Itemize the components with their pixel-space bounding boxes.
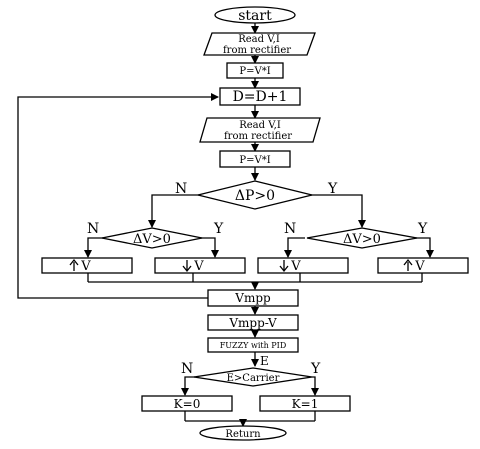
- return-terminal: Return: [199, 425, 287, 441]
- power-calc-2-label: P=V*I: [239, 155, 270, 166]
- duty-increment: D=D+1: [219, 87, 301, 106]
- error-label: E: [260, 354, 269, 368]
- arrow-up-icon: [69, 258, 79, 266]
- k0-label: K=0: [174, 397, 201, 411]
- vmpp-minus-v-label: Vmpp-V: [228, 316, 277, 330]
- carrier-yes-label: Y: [310, 361, 321, 377]
- read-input-1-line1: Read V,I: [238, 34, 280, 45]
- read-input-2: Read V,I from rectifier: [199, 117, 321, 143]
- fuzzy-pid-box: FUZZY with PID: [207, 337, 299, 353]
- voltage-box-left-no-label: V: [80, 259, 91, 274]
- delta-p-yes-label: Y: [327, 181, 338, 197]
- fuzzy-pid-label: FUZZY with PID: [220, 341, 287, 350]
- k1-label: K=1: [292, 397, 319, 411]
- decision-carrier: E>Carrier: [193, 367, 313, 387]
- carrier-no-label: N: [181, 361, 193, 377]
- voltage-box-left-yes: V: [154, 257, 246, 274]
- decision-delta-p-label: ΔP>0: [235, 188, 275, 204]
- vmpp-label: Vmpp: [234, 291, 271, 305]
- delta-p-no-label: N: [175, 181, 187, 197]
- branch-labels: N Y N Y N Y E N Y: [87, 181, 428, 377]
- decision-delta-v-left-label: ΔV>0: [133, 232, 171, 247]
- power-calc-1: P=V*I: [226, 62, 284, 79]
- read-input-1: Read V,I from rectifier: [203, 32, 316, 56]
- delta-v-left-yes-label: Y: [213, 221, 224, 237]
- duty-increment-label: D=D+1: [233, 89, 288, 105]
- voltage-box-left-no: V: [41, 257, 133, 274]
- start-label: start: [238, 8, 272, 24]
- power-calc-1-label: P=V*I: [239, 66, 270, 77]
- voltage-box-right-no-label: V: [290, 259, 301, 274]
- arrow-down-icon: [182, 265, 192, 273]
- voltage-box-right-yes: V: [377, 257, 469, 274]
- connectors: [17, 23, 434, 427]
- arrow-up-icon: [403, 258, 413, 266]
- voltage-box-left-yes-label: V: [193, 259, 204, 274]
- start-terminal: start: [214, 6, 296, 24]
- vmpp-box: Vmpp: [207, 289, 299, 307]
- return-label: Return: [225, 429, 261, 440]
- read-input-2-line2: from rectifier: [224, 131, 292, 142]
- read-input-2-line1: Read V,I: [239, 120, 281, 131]
- delta-v-right-no-label: N: [284, 221, 296, 237]
- k0-box: K=0: [141, 395, 233, 412]
- voltage-box-right-no: V: [257, 257, 349, 274]
- voltage-box-right-yes-label: V: [414, 259, 425, 274]
- read-input-1-line2: from rectifier: [223, 45, 291, 56]
- delta-v-right-yes-label: Y: [417, 221, 428, 237]
- decision-delta-v-right-label: ΔV>0: [343, 232, 381, 247]
- power-calc-2: P=V*I: [219, 150, 291, 168]
- vmpp-minus-v-box: Vmpp-V: [207, 314, 299, 331]
- decision-delta-p: ΔP>0: [197, 180, 313, 210]
- k1-box: K=1: [259, 395, 351, 412]
- decision-delta-v-left: ΔV>0: [101, 227, 203, 249]
- decision-carrier-label: E>Carrier: [227, 373, 280, 384]
- arrow-down-icon: [279, 265, 289, 273]
- decision-delta-v-right: ΔV>0: [306, 227, 418, 249]
- delta-v-left-no-label: N: [87, 221, 99, 237]
